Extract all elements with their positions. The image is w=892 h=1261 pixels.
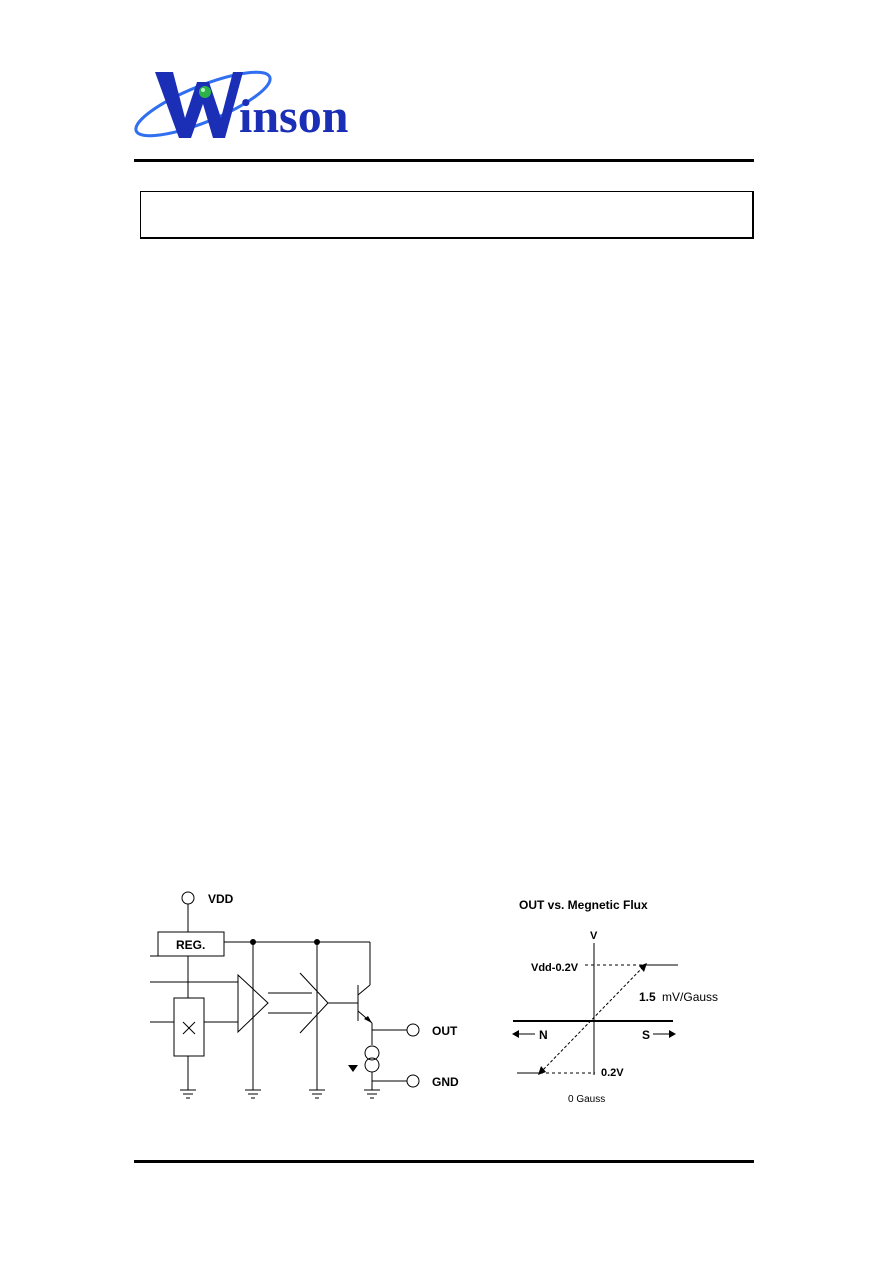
top-level-label: Vdd-0.2V	[531, 962, 579, 974]
bottom-level-label: 0.2V	[601, 1067, 624, 1079]
reg-label: REG.	[176, 938, 205, 952]
vdd-label: VDD	[208, 892, 234, 906]
transfer-graph-svg: OUT vs. Megnetic Flux V Vdd-0.2V 0.2V	[512, 898, 718, 1105]
slope-value: 1.5	[639, 990, 656, 1004]
graph-title: OUT vs. Megnetic Flux	[519, 898, 648, 912]
transfer-graph: OUT vs. Megnetic Flux V Vdd-0.2V 0.2V	[505, 893, 745, 1113]
v-axis-label: V	[590, 930, 598, 942]
title-box	[140, 191, 754, 239]
slope-unit: mV/Gauss	[662, 990, 718, 1004]
block-diagram: VDD REG. OUT GND	[150, 885, 480, 1115]
header-rule	[134, 159, 754, 162]
gauss-label: 0 Gauss	[568, 1094, 605, 1105]
winson-logo-mark: inson	[134, 70, 348, 143]
winson-logo: inson	[133, 60, 373, 145]
gnd-label: GND	[432, 1075, 459, 1089]
out-label: OUT	[432, 1024, 458, 1038]
north-label: N	[539, 1028, 548, 1042]
south-label: S	[642, 1028, 650, 1042]
slope-label: 1.5 mV/Gauss	[639, 990, 718, 1004]
block-diagram-svg: VDD REG. OUT GND	[150, 891, 459, 1099]
footer-rule	[134, 1160, 754, 1163]
logo-wordmark: inson	[239, 90, 348, 143]
ground-symbols	[180, 1089, 380, 1099]
